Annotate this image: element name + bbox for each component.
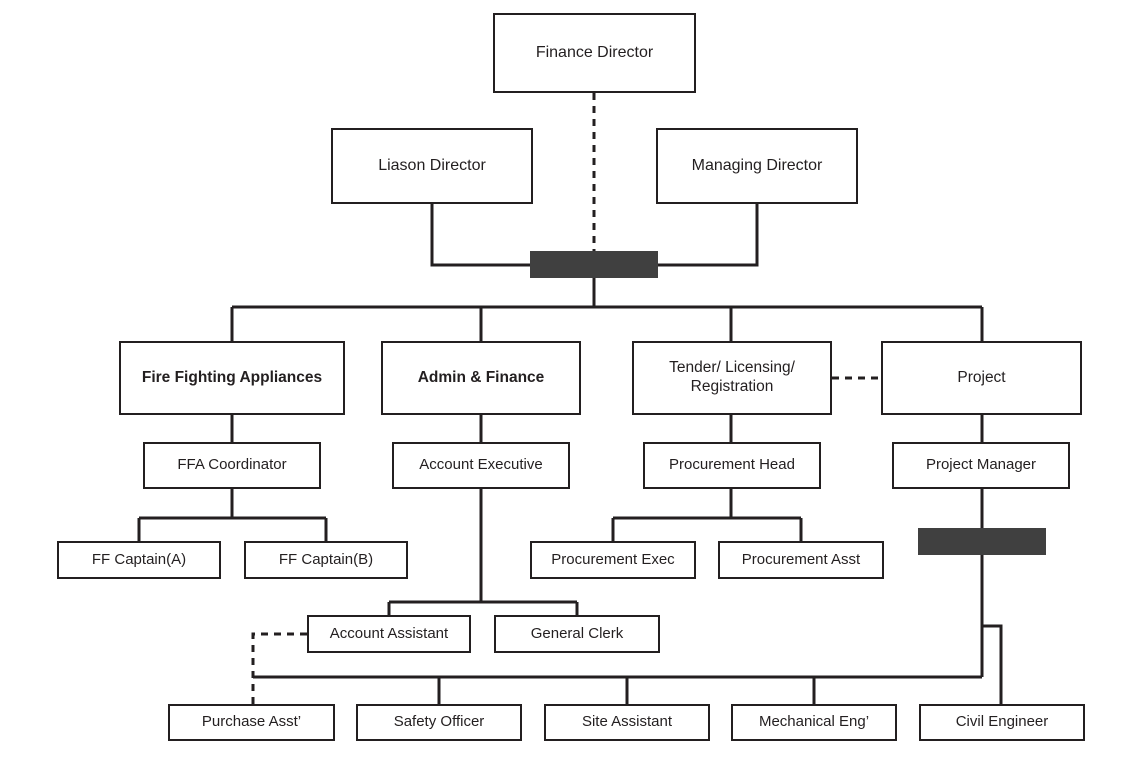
org-node-procurement-head[interactable]: Procurement Head: [643, 442, 821, 489]
top-junction-bar: [530, 251, 658, 278]
org-node-safety-officer[interactable]: Safety Officer: [356, 704, 522, 741]
org-node-finance-director[interactable]: Finance Director: [493, 13, 696, 93]
org-node-purchase-asst[interactable]: Purchase Asst’: [168, 704, 335, 741]
org-node-project-manager[interactable]: Project Manager: [892, 442, 1070, 489]
org-node-project[interactable]: Project: [881, 341, 1082, 415]
org-node-fire-fighting-appliances[interactable]: Fire Fighting Appliances: [119, 341, 345, 415]
org-node-account-executive[interactable]: Account Executive: [392, 442, 570, 489]
org-node-ff-captain-b[interactable]: FF Captain(B): [244, 541, 408, 579]
org-node-procurement-exec[interactable]: Procurement Exec: [530, 541, 696, 579]
org-node-admin-finance[interactable]: Admin & Finance: [381, 341, 581, 415]
org-node-liason-director[interactable]: Liason Director: [331, 128, 533, 204]
org-node-general-clerk[interactable]: General Clerk: [494, 615, 660, 653]
org-node-civil-engineer[interactable]: Civil Engineer: [919, 704, 1085, 741]
project-manager-bar: [918, 528, 1046, 555]
org-node-procurement-asst[interactable]: Procurement Asst: [718, 541, 884, 579]
org-node-tender-licensing[interactable]: Tender/ Licensing/ Registration: [632, 341, 832, 415]
connector-line-dashed: [251, 632, 307, 705]
org-node-mechanical-eng[interactable]: Mechanical Eng’: [731, 704, 897, 741]
org-node-ffa-coordinator[interactable]: FFA Coordinator: [143, 442, 321, 489]
org-node-managing-director[interactable]: Managing Director: [656, 128, 858, 204]
org-node-ff-captain-a[interactable]: FF Captain(A): [57, 541, 221, 579]
connector-line-solid: [982, 624, 1003, 704]
org-node-site-assistant[interactable]: Site Assistant: [544, 704, 710, 741]
org-node-account-assistant[interactable]: Account Assistant: [307, 615, 471, 653]
